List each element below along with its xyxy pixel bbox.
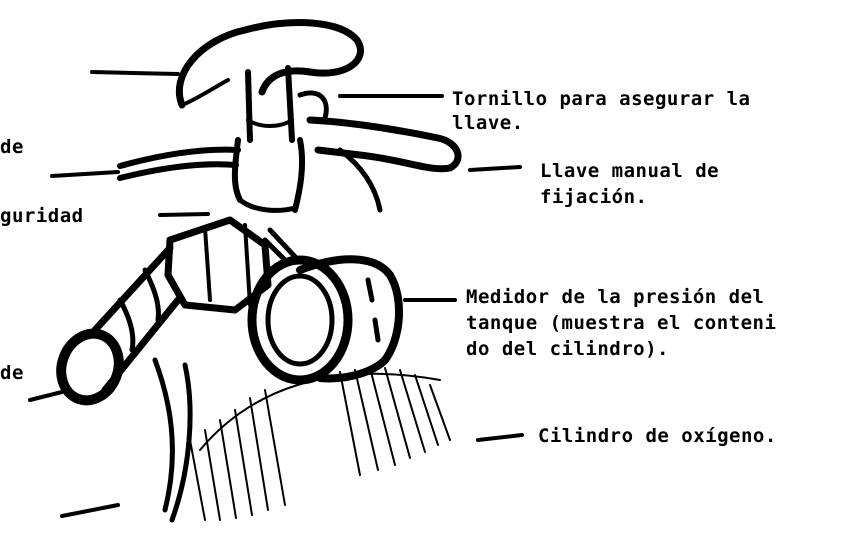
leader-seguridad	[158, 212, 210, 217]
handle	[175, 19, 364, 109]
strap	[152, 357, 193, 523]
leader-llave-manual	[468, 165, 522, 172]
label-tornillo-line1: Tornillo para asegurar la	[452, 88, 751, 110]
leader-bottom	[60, 503, 120, 518]
leader-left-de-bottom	[28, 390, 64, 402]
leader-left-de	[50, 170, 120, 178]
label-left-seguridad: guridad	[0, 205, 84, 227]
label-medidor-line3: do del cilindro).	[466, 338, 669, 360]
left-lever	[117, 146, 241, 181]
label-tornillo-line2: llave.	[452, 112, 524, 134]
label-left-de-bottom: de	[0, 362, 24, 384]
label-medidor-line2: tanque (muestra el conteni	[466, 312, 777, 334]
label-medidor-line1: Medidor de la presión del	[466, 286, 765, 308]
manual-lever	[306, 116, 462, 173]
lock-screw	[297, 90, 329, 121]
stem	[245, 65, 295, 143]
leader-cilindro	[476, 433, 524, 442]
label-cilindro: Cilindro de oxígeno.	[538, 425, 777, 447]
valve-body	[231, 137, 306, 213]
label-llave-manual-line2: fijación.	[540, 186, 648, 208]
leader-handle	[90, 70, 180, 76]
cylinder-hatching	[189, 367, 451, 521]
label-llave-manual-line1: Llave manual de	[540, 160, 720, 182]
label-left-de-top: de	[0, 136, 24, 158]
